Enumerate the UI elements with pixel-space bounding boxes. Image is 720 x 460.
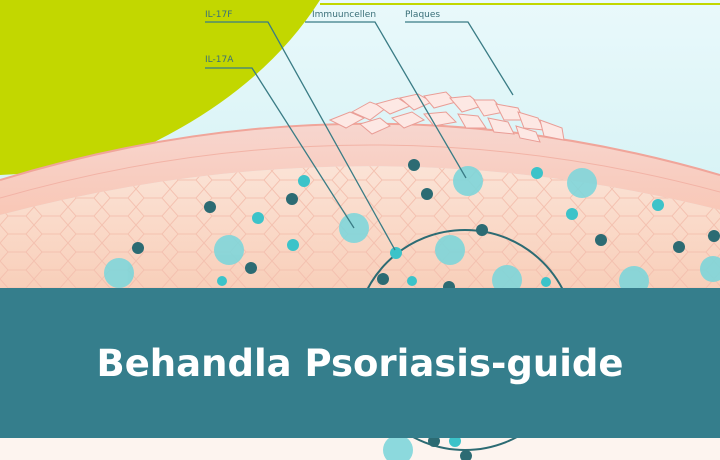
- banner-title: Behandla Psoriasis-guide: [96, 341, 624, 385]
- epidermis-inner-line: [0, 144, 720, 199]
- title-banner[interactable]: Behandla Psoriasis-guide: [0, 288, 720, 438]
- plaque-scales: [328, 91, 565, 143]
- label-il-17a: IL-17A: [205, 55, 234, 65]
- label-plaques: Plaques: [405, 10, 441, 20]
- label-leader-lines: [205, 21, 514, 251]
- label-il-17f: IL-17F: [205, 10, 233, 20]
- label-immune-cells: Immuuncellen: [312, 10, 377, 20]
- green-accent-shape: [0, 0, 320, 175]
- immune-cells-small-light: [217, 167, 664, 447]
- epidermis-layer: [0, 123, 720, 215]
